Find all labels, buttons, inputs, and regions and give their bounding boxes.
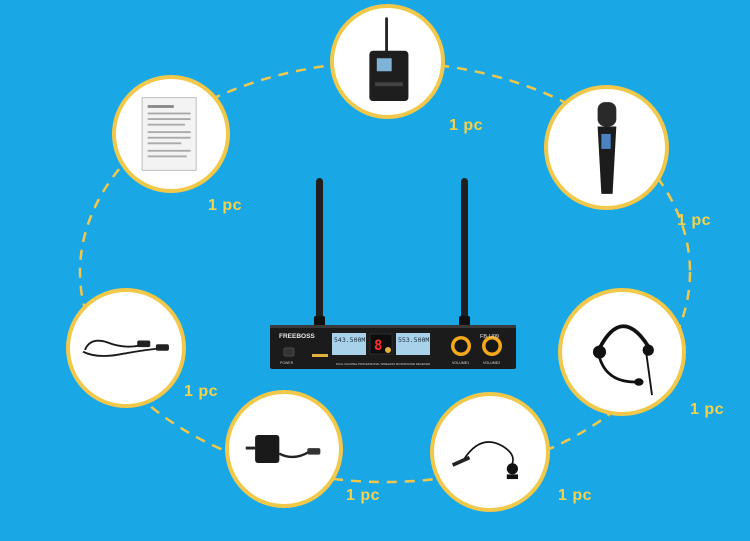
- antenna-left-icon: [314, 178, 325, 332]
- handheld-mic-icon: [597, 102, 617, 194]
- accessory-power-adapter: [225, 390, 343, 508]
- quantity-headset-mic: 1 pc: [690, 401, 725, 418]
- channel-a-frequency: 543.500M: [334, 336, 365, 344]
- volume-knob-1-icon: [451, 336, 471, 356]
- power-label: POWER: [280, 361, 294, 365]
- quantity-bodypack: 1 pc: [449, 117, 484, 134]
- model-label: FB-U09: [480, 334, 499, 340]
- quantity-lavalier-mic: 1 pc: [558, 487, 593, 504]
- audio-cable-icon: [82, 339, 169, 357]
- channel-b-frequency: 553.500M: [398, 336, 429, 344]
- accessory-bodypack: [330, 4, 445, 119]
- antenna-right-icon: [459, 178, 470, 332]
- quantity-handheld-mic: 1 pc: [677, 212, 712, 229]
- volume-knob-2-icon: [482, 336, 502, 356]
- quantity-power-adapter: 1 pc: [346, 487, 381, 504]
- tagline: DUAL CHANNEL PROFESSIONAL WIRELESS MICRO…: [336, 362, 430, 366]
- accessory-handheld-mic: [544, 85, 669, 210]
- accessory-headset-mic: [558, 288, 686, 416]
- knob-label-2: VOLUME2: [483, 361, 500, 365]
- knob-label-1: VOLUME1: [452, 361, 469, 365]
- accessory-lavalier-mic: [430, 392, 550, 512]
- quantity-manual: 1 pc: [208, 197, 243, 214]
- accessory-audio-cable: [66, 288, 186, 408]
- channel-display: 8: [374, 338, 382, 354]
- power-adapter-icon: [245, 435, 321, 463]
- lavalier-mic-icon: [451, 441, 518, 480]
- quantity-audio-cable: 1 pc: [184, 383, 219, 400]
- brand-label: FREEBOSS: [279, 333, 315, 340]
- accessory-manual: [112, 75, 230, 193]
- wireless-receiver: FREEBOSS POWER 543.500M 8 553.500M DUAL …: [270, 178, 516, 369]
- manual-icon: [141, 97, 197, 171]
- bodypack-icon: [369, 17, 409, 102]
- headset-mic-icon: [592, 324, 654, 396]
